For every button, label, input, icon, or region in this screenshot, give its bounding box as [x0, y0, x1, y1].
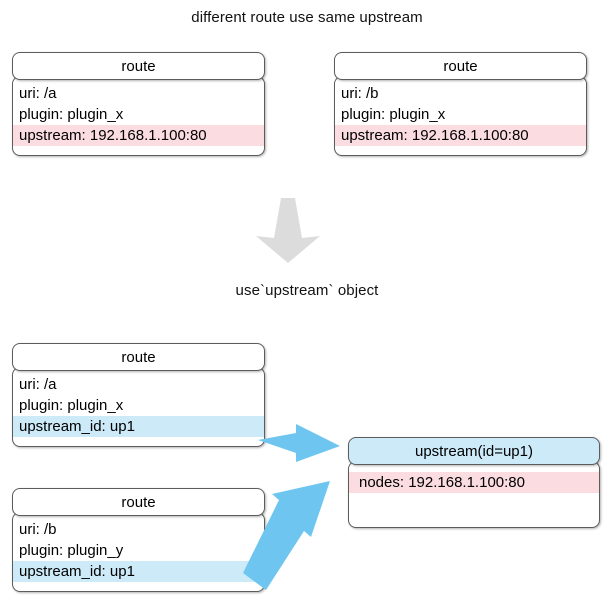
route-node-a-body: uri: /a plugin: plugin_x upstream: 192.1… — [12, 76, 265, 156]
route-node-a-row-plugin: plugin: plugin_x — [19, 106, 124, 123]
route-node-d-row-upstream-id: upstream_id: up1 — [13, 561, 264, 582]
upstream-object-row-nodes: nodes: 192.168.1.100:80 — [349, 472, 599, 493]
link-arrow-route-c-to-upstream — [258, 424, 340, 462]
route-node-b-row-upstream: upstream: 192.168.1.100:80 — [335, 125, 586, 146]
route-node-b-header: route — [334, 52, 587, 80]
upstream-object-body: nodes: 192.168.1.100:80 — [348, 461, 600, 528]
route-node-d-row-uri: uri: /b — [19, 521, 57, 538]
route-node-d-body: uri: /b plugin: plugin_y upstream_id: up… — [12, 512, 265, 592]
route-node-d-header: route — [12, 488, 265, 516]
route-node-c-row-uri: uri: /a — [19, 376, 57, 393]
route-node-b-row-uri: uri: /b — [341, 85, 379, 102]
route-node-a-header: route — [12, 52, 265, 80]
top-section-title: different route use same upstream — [191, 9, 423, 26]
route-node-c-body: uri: /a plugin: plugin_x upstream_id: up… — [12, 367, 265, 447]
route-node-b-row-plugin: plugin: plugin_x — [341, 106, 446, 123]
route-node-d-row-plugin: plugin: plugin_y — [19, 542, 124, 559]
transition-down-arrow-icon — [256, 198, 320, 263]
route-node-c-header: route — [12, 343, 265, 371]
middle-section-title: use`upstream` object — [235, 282, 379, 299]
route-node-a-row-uri: uri: /a — [19, 85, 57, 102]
route-node-a-row-upstream: upstream: 192.168.1.100:80 — [13, 125, 264, 146]
route-node-c-row-upstream-id: upstream_id: up1 — [13, 416, 264, 437]
route-node-b-body: uri: /b plugin: plugin_x upstream: 192.1… — [334, 76, 587, 156]
route-node-c-row-plugin: plugin: plugin_x — [19, 397, 124, 414]
upstream-object-header: upstream(id=up1) — [348, 437, 600, 465]
